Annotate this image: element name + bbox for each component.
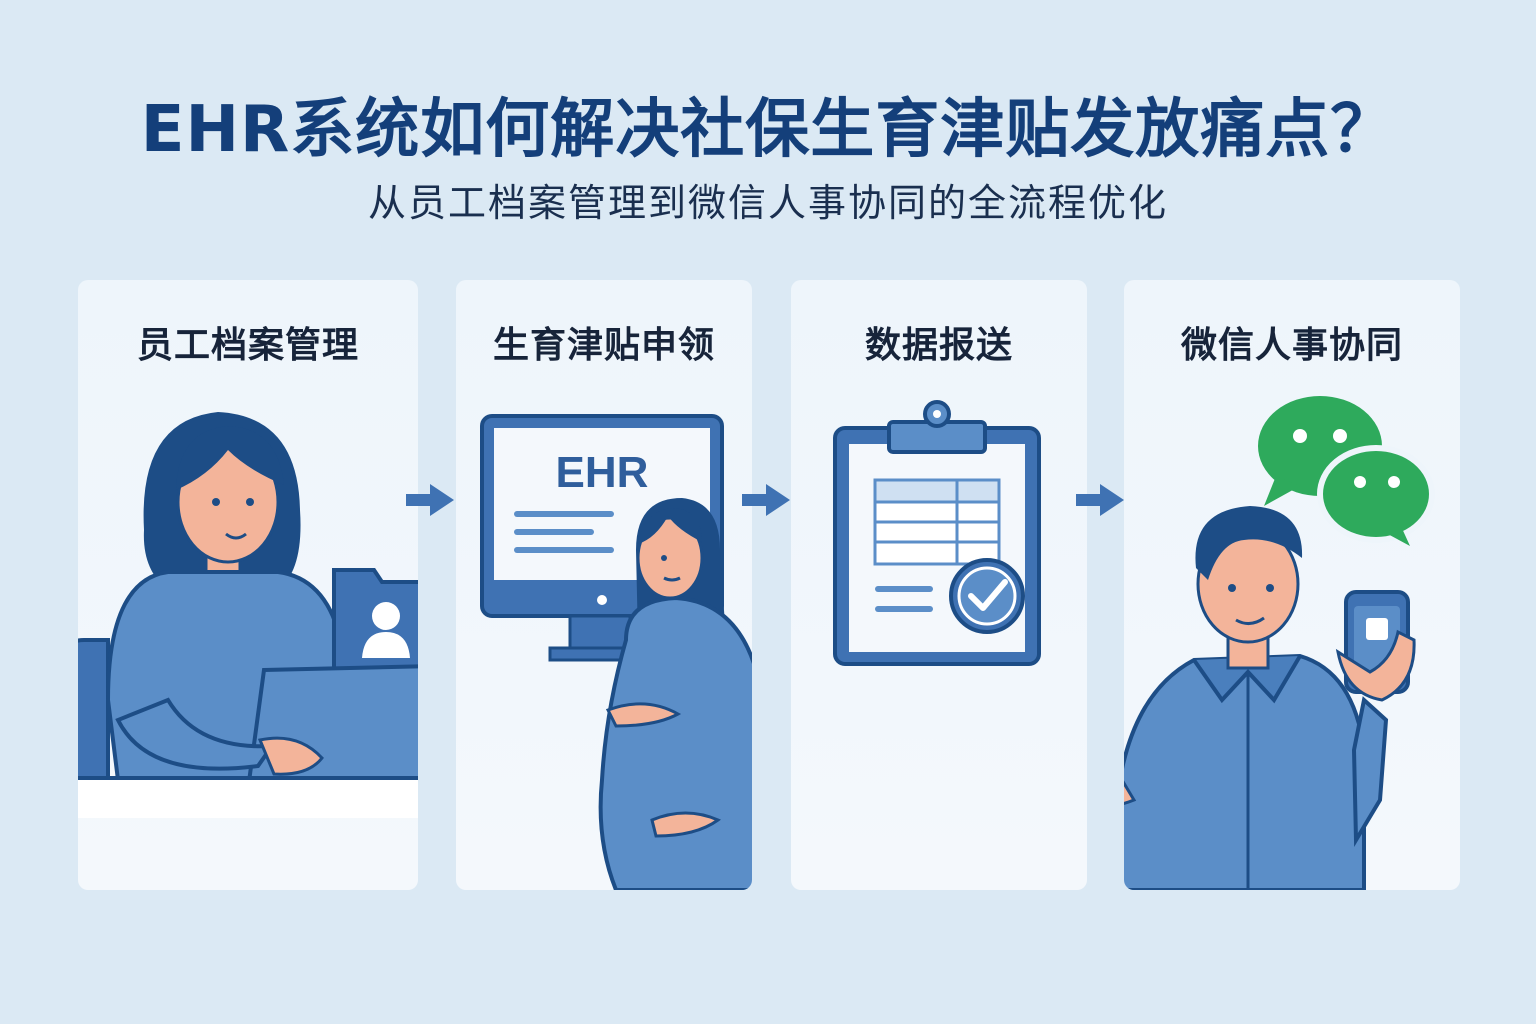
step-panel-wechat-hr: 微信人事协同 [1124, 280, 1460, 890]
page-subtitle: 从员工档案管理到微信人事协同的全流程优化 [367, 181, 1168, 225]
arrow-right-icon [1076, 484, 1124, 516]
step-label: 数据报送 [864, 325, 1013, 366]
woman-at-laptop-illustration [78, 412, 418, 818]
step-label: 微信人事协同 [1180, 325, 1403, 366]
step-panel-maternity-claim: 生育津贴申领 EHR [456, 280, 752, 890]
step-label: 员工档案管理 [136, 325, 359, 366]
step-panel-data-reporting: 数据报送 [791, 280, 1087, 890]
man-with-phone-illustration [1124, 396, 1435, 890]
step-label: 生育津贴申领 [492, 325, 715, 366]
page-title: EHR系统如何解决社保生育津贴发放痛点？ [140, 93, 1396, 167]
checkmark-icon [949, 558, 1025, 634]
data-table-icon [873, 478, 1001, 566]
profile-folder-icon [332, 568, 418, 682]
clipboard-illustration [833, 400, 1041, 666]
arrow-right-icon [406, 484, 454, 516]
arrow-right-icon [742, 484, 790, 516]
step-panel-employee-records: 员工档案管理 [78, 280, 418, 890]
pregnant-woman-monitor-illustration [480, 414, 752, 890]
monitor-ehr-text: EHR [555, 448, 649, 497]
wechat-icon [1258, 396, 1435, 546]
